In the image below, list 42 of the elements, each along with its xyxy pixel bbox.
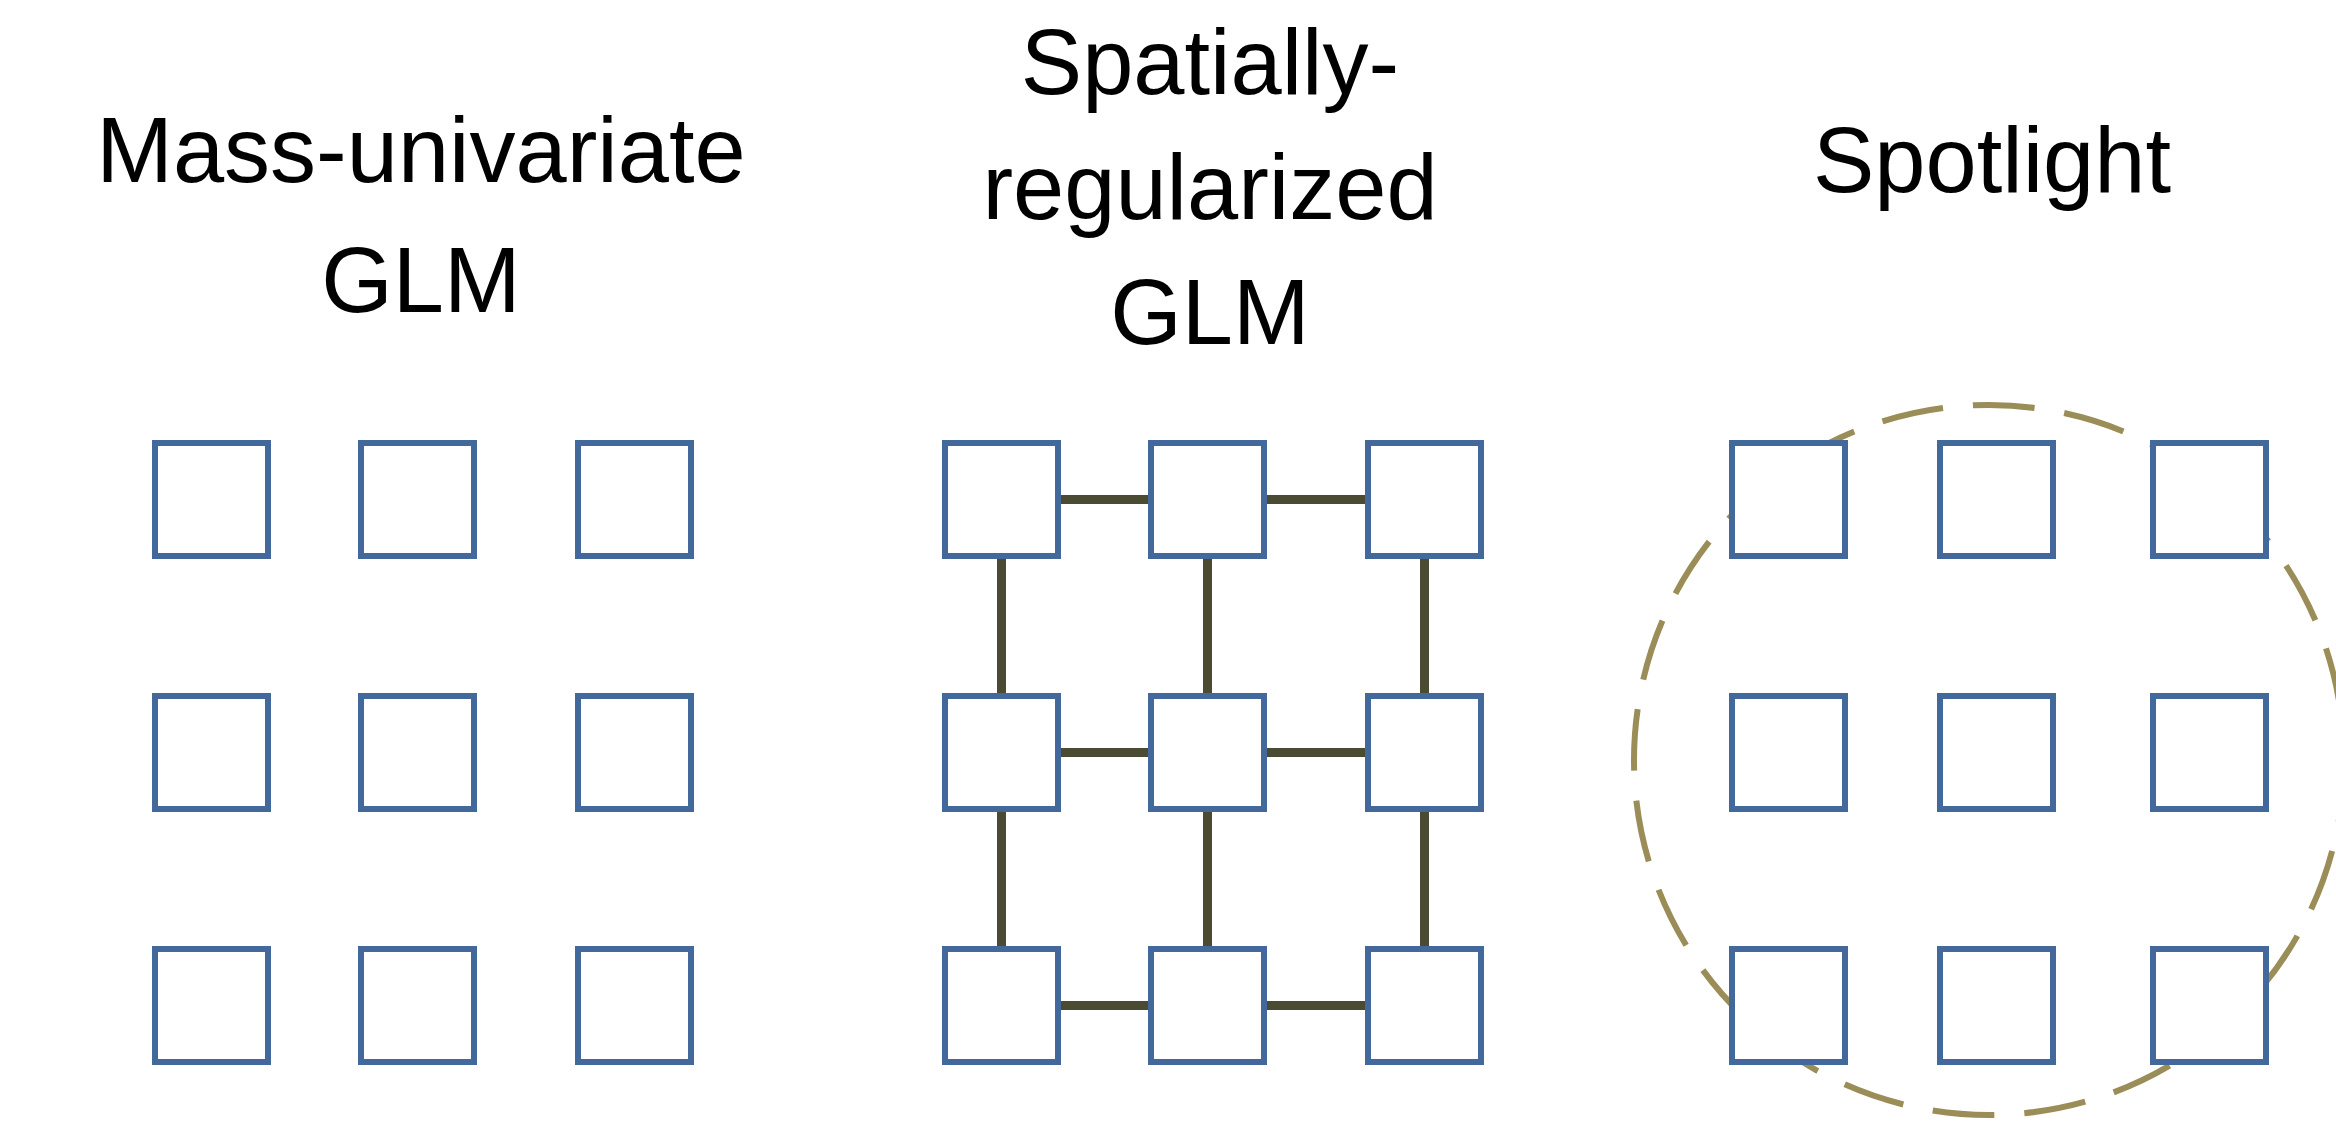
voxel-square <box>1365 946 1484 1065</box>
voxel-square <box>1148 440 1267 559</box>
connector-line <box>997 812 1006 946</box>
connector-line <box>1420 559 1429 693</box>
connector-line <box>1061 748 1148 757</box>
voxel-square <box>2150 440 2269 559</box>
voxel-square <box>358 440 477 559</box>
voxel-square <box>1937 440 2056 559</box>
connector-line <box>1267 495 1365 504</box>
connector-line <box>1061 495 1148 504</box>
voxel-square <box>152 693 271 812</box>
connector-line <box>1061 1001 1148 1010</box>
panel-title: Spatially-regularized GLM <box>981 10 1439 365</box>
connector-line <box>1203 559 1212 693</box>
connector-line <box>1267 748 1365 757</box>
panel-title: Mass-univariate GLM <box>95 98 747 333</box>
voxel-square <box>1148 946 1267 1065</box>
voxel-square <box>358 693 477 812</box>
panel-title: Spotlight <box>1812 108 2172 213</box>
voxel-square <box>575 946 694 1065</box>
connector-line <box>1203 812 1212 946</box>
voxel-square <box>1937 946 2056 1065</box>
voxel-square <box>1729 946 1848 1065</box>
voxel-square <box>2150 693 2269 812</box>
voxel-square <box>942 946 1061 1065</box>
connector-line <box>1267 1001 1365 1010</box>
voxel-square <box>1729 693 1848 812</box>
voxel-square <box>152 440 271 559</box>
voxel-square <box>1365 693 1484 812</box>
connector-line <box>997 559 1006 693</box>
voxel-square <box>942 440 1061 559</box>
voxel-square <box>1148 693 1267 812</box>
voxel-square <box>2150 946 2269 1065</box>
voxel-square <box>1729 440 1848 559</box>
voxel-square <box>575 693 694 812</box>
connector-line <box>1420 812 1429 946</box>
voxel-square <box>152 946 271 1065</box>
voxel-square <box>1937 693 2056 812</box>
voxel-square <box>942 693 1061 812</box>
voxel-square <box>1365 440 1484 559</box>
voxel-square <box>575 440 694 559</box>
voxel-square <box>358 946 477 1065</box>
